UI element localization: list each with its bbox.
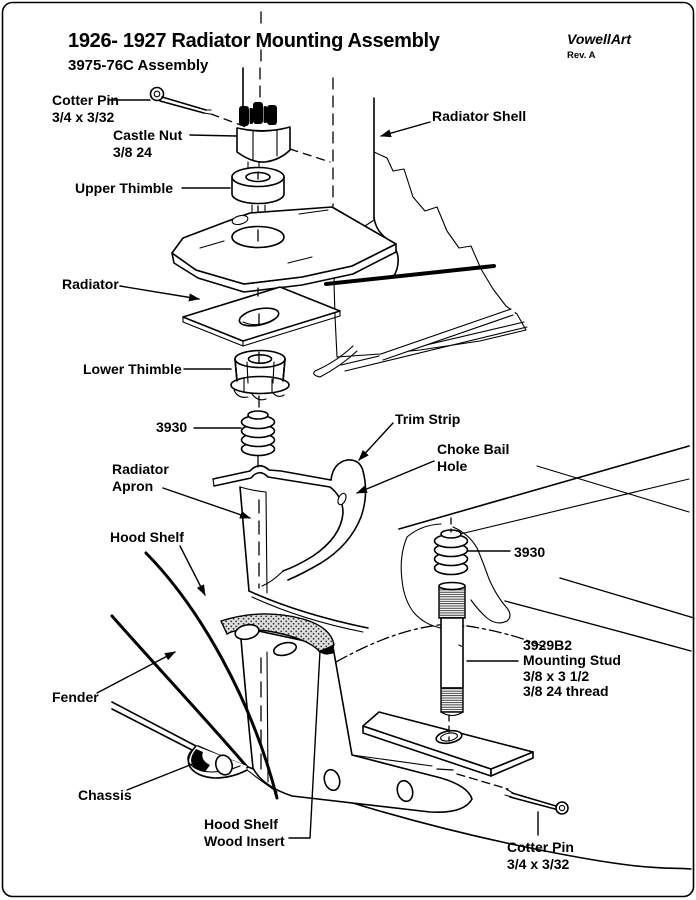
label-chassis: Chassis [78,787,132,803]
leader-lines [96,99,539,839]
radiator-bracket [171,206,397,293]
label-cotter-pin-bottom-size: 3/4 x 3/32 [507,856,569,872]
leader-radiator-apron [162,487,251,519]
label-castle-nut: Castle Nut [113,127,183,143]
leader-radiator-shell [380,121,431,138]
lower-thimble-flange [230,375,290,395]
assembly-number: 3975-76C Assembly [68,57,209,74]
lower-thimble-hole [247,353,273,364]
torn-patch [400,523,511,630]
lower-plate [362,711,534,777]
leader-fender [96,651,176,694]
label-spring-lower: 3930 [514,544,545,560]
label-stud-size: 3/8 x 3 1/2 [523,668,589,684]
label-stud-thread: 3/8 24 thread [523,683,609,699]
label-hood-shelf: Hood Shelf [110,529,184,545]
trim-strip-lines [398,445,695,652]
centerlines [210,11,509,790]
label-cotter-pin-top-size: 3/4 x 3/32 [52,109,114,125]
label-choke-bail-hole: Hole [437,458,468,474]
shell-slot-highlight [379,309,515,360]
label-lower-thimble: Lower Thimble [83,361,182,377]
label-choke-bail: Choke Bail [437,441,509,457]
label-radiator-apron-2: Apron [112,478,153,494]
chassis-channel [111,701,278,793]
label-castle-nut-size: 3/8 24 [113,144,152,160]
choke-bail-hole [337,492,347,506]
leader-choke-bail-hole [356,460,435,494]
shell-lower-edge-line [324,264,496,286]
label-spring-upper: 3930 [156,419,187,435]
label-radiator: Radiator [62,276,119,292]
mounting-stud [438,581,466,717]
spring-lower [433,529,469,576]
revision: Rev. A [567,50,596,61]
label-stud-number: 3929B2 [523,637,572,653]
page-title: 1926- 1927 Radiator Mounting Assembly [68,30,441,52]
bracket-small-hole [231,214,249,226]
leader-castle-nut [189,134,237,137]
label-stud-name: Mounting Stud [523,652,621,668]
label-radiator-apron-1: Radiator [112,461,169,477]
fender-edge [110,614,249,769]
bracket-foot-hole [396,779,414,803]
radiator-apron [212,459,369,633]
label-cotter-pin-top: Cotter Pin [52,92,119,108]
lower-thimble [230,349,290,401]
channel-hole [214,754,234,776]
labels: 1926- 1927 Radiator Mounting Assembly 39… [52,30,632,872]
label-trim-strip: Trim Strip [395,411,460,427]
wood-insert [220,613,335,655]
cotter-pin-bottom [504,788,569,815]
leader-radiator [119,285,200,302]
radiator-plate [182,286,341,347]
castle-nut [236,102,291,168]
bracket-foot-hole [323,768,341,792]
leader-wood-insert [288,650,321,839]
label-cotter-pin-bottom: Cotter Pin [507,839,574,855]
hood-shelf-edge [144,551,279,800]
label-wood-insert-1: Hood Shelf [204,816,278,832]
leader-chassis [126,762,196,791]
label-fender: Fender [52,689,99,705]
wood-insert-hole [234,623,260,641]
label-radiator-shell: Radiator Shell [432,108,526,124]
bracket-top-hole [272,641,298,657]
leader-trim-strip [358,422,394,461]
credit: VowellArt [567,31,632,47]
leader-hood-shelf [179,545,206,596]
label-wood-insert-2: Wood Insert [204,833,285,849]
spring-upper [240,410,276,457]
label-upper-thimble: Upper Thimble [75,180,173,196]
cotter-pin-top [149,86,212,115]
